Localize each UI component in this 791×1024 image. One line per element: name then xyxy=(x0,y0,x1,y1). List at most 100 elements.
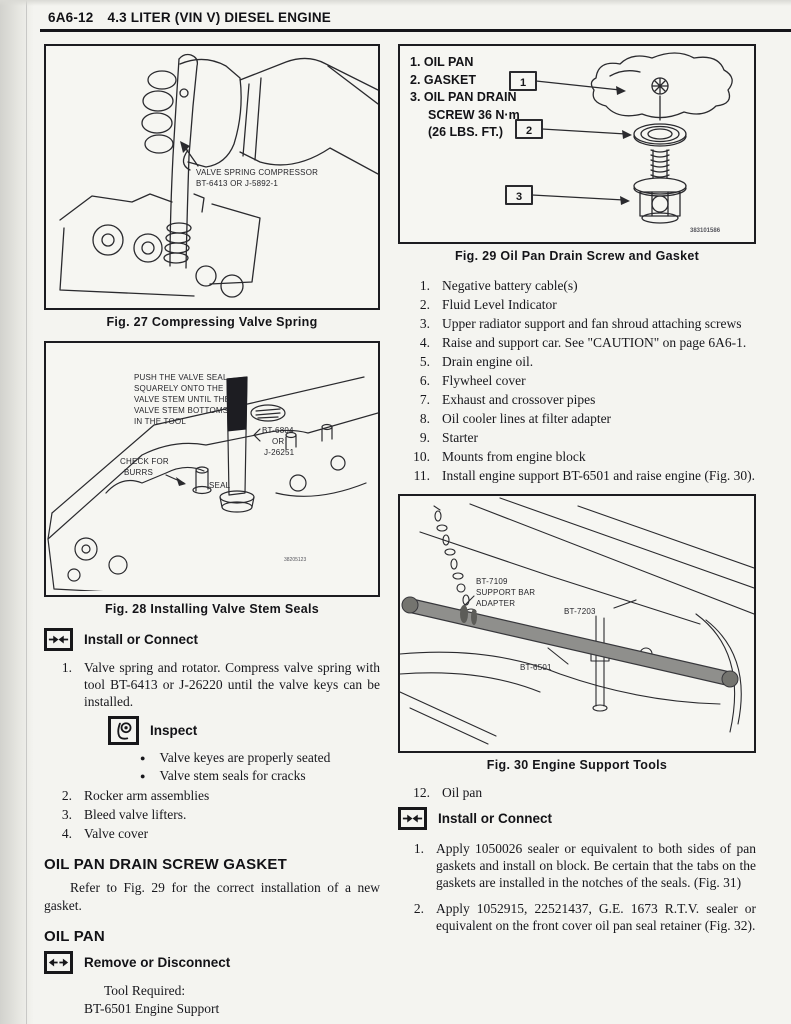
fig27-pointer-arrowhead xyxy=(180,141,190,153)
fig30-adapter-label-1: BT-7109 xyxy=(476,577,508,586)
bullet-dot: ● xyxy=(140,753,146,763)
right-step-11: 11.Install engine support BT-6501 and ra… xyxy=(398,467,756,484)
bullet-text: Valve stem seals for cracks xyxy=(159,768,306,783)
fig29-drawing: 1 2 3 383101586 xyxy=(505,52,733,234)
step-text: Drain engine oil. xyxy=(442,354,534,369)
fig29-callout-2: 2 xyxy=(526,125,532,137)
page-title: 4.3 LITER (VIN V) DIESEL ENGINE xyxy=(107,10,331,25)
step-number: 1. xyxy=(61,660,72,675)
magnifier-eye-icon xyxy=(116,721,131,740)
inspect-bullets: ● Valve keyes are properly seated ● Valv… xyxy=(140,749,380,785)
remove-disconnect-label: Remove or Disconnect xyxy=(84,955,231,971)
left-step-4: 4. Valve cover xyxy=(44,825,380,842)
fig27-label-line2: BT-6413 OR J-5892-1 xyxy=(196,179,278,188)
step-text: Rocker arm assemblies xyxy=(84,788,210,803)
fig30-adapter-label-3: ADAPTER xyxy=(476,599,515,608)
removal-steps-list: 1. Negative battery cable(s) 2.Fluid Leve… xyxy=(398,277,756,484)
right-step-10: 10. Mounts from engine block xyxy=(398,448,756,465)
step-text: Starter xyxy=(442,430,478,445)
legend-line-3: 3. OIL PAN DRAIN xyxy=(410,90,517,104)
legend-line-4: SCREW 36 N·m xyxy=(428,107,520,122)
left-column: VALVE SPRING COMPRESSOR BT-6413 OR J-589… xyxy=(44,44,380,1019)
figure-27-caption: Fig. 27 Compressing Valve Spring xyxy=(106,315,318,329)
right-step-8: 8.Oil cooler lines at filter adapter xyxy=(398,410,756,427)
fig28-push-label-4: VALVE STEM BOTTOMS xyxy=(134,406,228,415)
fig28-tool-label-3: J-26251 xyxy=(264,448,295,457)
right-step-5: 5. Drain engine oil. xyxy=(398,353,756,370)
step-text: Oil cooler lines at filter adapter xyxy=(442,411,612,426)
remove-disconnect-icon xyxy=(44,951,73,975)
right-substep-1: 1. Apply 1050026 sealer or equivalent to… xyxy=(398,840,756,891)
step-number: 7. xyxy=(419,392,430,407)
fig29-part-number: 383101586 xyxy=(690,228,721,234)
fig30-adapter-collar xyxy=(460,605,468,623)
right-step-2: 2.Fluid Level Indicator xyxy=(398,296,756,313)
fig28-push-label-1: PUSH THE VALVE SEAL xyxy=(134,373,228,382)
fig28-part-number: 38205123 xyxy=(284,557,306,563)
fig28-push-label-2: SQUARELY ONTO THE xyxy=(134,384,224,393)
fig28-tool-dark-top xyxy=(226,376,248,432)
fig28-push-label-5: IN THE TOOL xyxy=(134,417,186,426)
step-number: 4. xyxy=(61,826,72,841)
step-number: 5. xyxy=(419,354,430,369)
inspect-label: Inspect xyxy=(150,723,198,738)
step-number: 2. xyxy=(61,788,72,803)
tool-required-label: Tool Required: xyxy=(104,983,186,999)
fig29-callout-1: 1 xyxy=(520,77,526,89)
step-text: Mounts from engine block xyxy=(442,449,586,464)
fig30-adapter-label-2: SUPPORT BAR xyxy=(476,588,535,597)
step-text: Negative battery cable(s) xyxy=(442,278,578,293)
heading-oil-pan: OIL PAN xyxy=(44,928,105,946)
fig30-tool-label: BT-6501 xyxy=(520,663,552,672)
step-number: 1. xyxy=(419,278,430,293)
fig30-bar-end-left xyxy=(401,596,419,614)
install-connect-label: Install or Connect xyxy=(438,811,553,826)
step-number: 6. xyxy=(419,373,430,388)
install-steps-list: 1. Apply 1050026 sealer or equivalent to… xyxy=(398,840,756,934)
step-number: 10. xyxy=(413,449,430,464)
arrows-toward-icon xyxy=(402,814,423,823)
header-rule xyxy=(40,29,791,32)
gasket-paragraph: Refer to Fig. 29 for the correct install… xyxy=(44,880,380,913)
step-text: Valve cover xyxy=(84,826,149,841)
fig28-push-label-3: VALVE STEM UNTIL THE xyxy=(134,395,230,404)
tool-required-value: BT-6501 Engine Support xyxy=(84,1001,220,1017)
step-text: Flywheel cover xyxy=(442,373,526,388)
scan-edge-top xyxy=(0,0,791,6)
right-step-1: 1. Negative battery cable(s) xyxy=(398,277,756,294)
fig29-arrowhead-1 xyxy=(616,86,626,95)
fig29-arrowhead-2 xyxy=(622,130,632,139)
legend-line-5: (26 LBS. FT.) xyxy=(428,125,504,139)
figure-29-caption: Fig. 29 Oil Pan Drain Screw and Gasket xyxy=(454,249,700,263)
fig27-label-line1: VALVE SPRING COMPRESSOR xyxy=(196,168,318,177)
install-connect-icon xyxy=(44,628,73,651)
fig29-legend: 1. OIL PAN 2. GASKET 3. OIL PAN DRAIN SC… xyxy=(410,54,580,142)
fig30-bar-label: BT-7203 xyxy=(564,607,596,616)
bullet-dot: ● xyxy=(140,771,146,781)
step-text: Apply 1050026 sealer or equivalent to bo… xyxy=(436,841,756,890)
right-substep-2: 2. Apply 1052915, 22521437, G.E. 1673 R.… xyxy=(398,900,756,934)
legend-line-2: 2. GASKET xyxy=(410,72,476,87)
step-text: Fluid Level Indicator xyxy=(442,297,557,312)
fig30-adapter-collar-2 xyxy=(471,609,477,625)
left-step-2: 2. Rocker arm assemblies xyxy=(44,787,380,804)
fig28-drawing: PUSH THE VALVE SEAL SQUARELY ONTO THE VA… xyxy=(47,373,378,591)
fig28-tool-label-2: OR xyxy=(272,437,284,446)
right-step-7: 7. Exhaust and crossover pipes xyxy=(398,391,756,408)
arrows-apart-icon xyxy=(48,958,69,967)
bullet-item: ● Valve keyes are properly seated xyxy=(140,749,380,767)
step-number: 2. xyxy=(413,901,424,916)
arrows-toward-icon xyxy=(48,635,69,644)
remove-or-disconnect-row: Remove or Disconnect xyxy=(44,951,380,975)
step-number: 1. xyxy=(413,841,424,856)
figure-30: BT-7109 SUPPORT BAR ADAPTER BT-7203 BT-6… xyxy=(398,494,756,753)
heading-oil-pan-drain-screw-gasket: OIL PAN DRAIN SCREW GASKET xyxy=(44,856,287,873)
fig30-drawing: BT-7109 SUPPORT BAR ADAPTER BT-7203 BT-6… xyxy=(400,497,754,745)
right-step-9: 9.Starter xyxy=(398,429,756,446)
fig27-drawing: VALVE SPRING COMPRESSOR BT-6413 OR J-589… xyxy=(59,53,378,298)
scan-edge xyxy=(0,0,34,1024)
step-number: 3. xyxy=(61,807,72,822)
step-text: Exhaust and crossover pipes xyxy=(442,392,596,407)
